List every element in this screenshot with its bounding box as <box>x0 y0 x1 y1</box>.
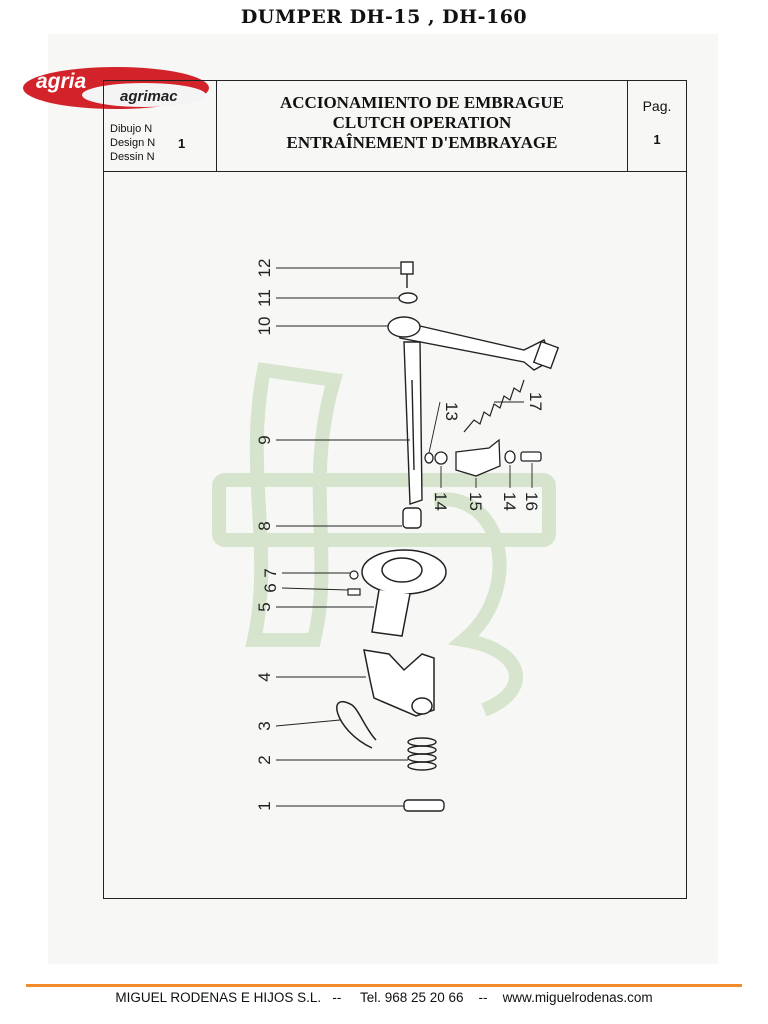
footer-separator: -- <box>478 990 488 1005</box>
title-english: CLUTCH OPERATION <box>332 113 512 132</box>
label-dessin: Dessin N <box>110 151 155 163</box>
scanned-sheet <box>48 34 718 964</box>
watermark-emblem <box>212 362 556 717</box>
logo-agrimac-text: agrimac <box>120 88 178 105</box>
callout-6: 6 <box>261 583 280 592</box>
callout-12: 12 <box>255 259 274 278</box>
footer-separator: -- <box>332 990 342 1005</box>
part-spring-17 <box>463 379 525 433</box>
title-spanish: ACCIONAMIENTO DE EMBRAGUE <box>280 93 564 112</box>
title-cell: ACCIONAMIENTO DE EMBRAGUE CLUTCH OPERATI… <box>216 93 628 153</box>
page-number: 1 <box>653 132 661 147</box>
title-block: Dibujo N Design N Dessin N 1 ACCIONAMIEN… <box>103 80 687 172</box>
callout-7: 7 <box>261 568 280 577</box>
footer-company: MIGUEL RODENAS E HIJOS S.L. <box>115 990 322 1005</box>
part-lever <box>387 261 560 371</box>
part-spring-2 <box>407 737 437 771</box>
page-label: Pag. <box>642 98 672 114</box>
part-fork-4 <box>363 649 435 717</box>
callout-15: 15 <box>466 492 485 511</box>
footer: MIGUEL RODENAS E HIJOS S.L. -- Tel. 968 … <box>0 990 768 1005</box>
callout-11: 11 <box>255 289 274 307</box>
agria-agrimac-logo: agria agrimac <box>23 67 209 109</box>
drawing-number-cell: Dibujo N Design N Dessin N 1 <box>104 81 217 171</box>
callout-10: 10 <box>255 317 274 336</box>
callout-17: 17 <box>526 392 545 411</box>
part-bracket-assembly <box>424 438 542 477</box>
callout-3: 3 <box>255 721 274 730</box>
callout-13: 13 <box>442 402 461 421</box>
callout-14-left: 14 <box>431 492 450 511</box>
callout-4: 4 <box>255 672 274 681</box>
leader-lines <box>275 267 533 807</box>
part-screws-6-7 <box>347 570 361 596</box>
part-pin-1 <box>403 799 445 812</box>
part-housing-5 <box>361 549 447 637</box>
callout-14-right: 14 <box>500 492 519 511</box>
page-title: DUMPER DH-15 , DH-160 <box>240 6 528 28</box>
part-bolt-12 <box>400 261 414 275</box>
callout-16: 16 <box>522 492 541 511</box>
callout-2: 2 <box>255 755 274 764</box>
exploded-diagram: 12 11 10 9 8 7 6 5 4 3 2 1 13 14 15 14 1… <box>212 259 560 812</box>
callout-1: 1 <box>255 801 274 810</box>
part-collar-8 <box>402 507 422 529</box>
callout-9: 9 <box>255 435 274 444</box>
part-washer-11 <box>398 292 418 304</box>
logo-agria-text: agria <box>36 70 87 93</box>
drawing-number: 1 <box>178 136 186 151</box>
drawing-area: 12 11 10 9 8 7 6 5 4 3 2 1 13 14 15 14 1… <box>103 170 687 899</box>
footer-divider <box>26 984 742 987</box>
footer-website-link[interactable]: www.miguelrodenas.com <box>502 990 653 1005</box>
callout-5: 5 <box>255 602 274 611</box>
label-dibujo: Dibujo N <box>110 123 153 135</box>
page-cell: Pag. 1 <box>627 81 686 171</box>
part-circlip-3 <box>336 701 377 749</box>
label-design: Design N <box>110 137 156 149</box>
part-shaft-9 <box>403 341 423 505</box>
part-bracket-15 <box>455 438 501 477</box>
footer-phone: Tel. 968 25 20 66 <box>359 990 464 1005</box>
title-french: ENTRAÎNEMENT D'EMBRAYAGE <box>286 133 558 152</box>
callout-8: 8 <box>255 521 274 530</box>
